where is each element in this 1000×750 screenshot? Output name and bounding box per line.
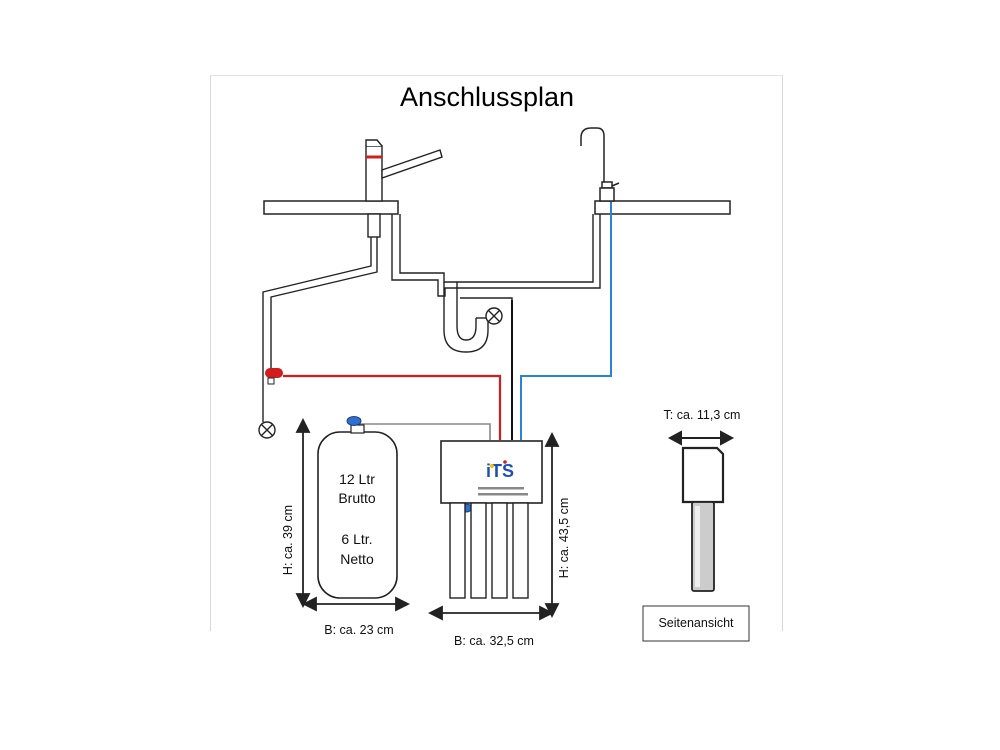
filtered-water-hose xyxy=(520,200,612,440)
filter-height-label: H: ca. 43,5 cm xyxy=(557,498,571,579)
filter-width-label: B: ca. 32,5 cm xyxy=(454,634,534,648)
svg-text:iTS: iTS xyxy=(486,461,514,481)
tank-width-dimension xyxy=(301,596,411,612)
hot-water-hose xyxy=(283,374,502,440)
side-view-depth-dimension xyxy=(667,430,735,446)
mixer-faucet xyxy=(365,139,443,238)
tank-height-dimension xyxy=(295,417,311,609)
filter-unit: iTS xyxy=(440,440,543,599)
filter-unit-url-line xyxy=(478,487,524,490)
tank-capacity-net-label: Netto xyxy=(340,551,374,567)
angle-valve-icon xyxy=(258,421,276,439)
drain-valve-icon xyxy=(485,307,503,325)
filter-tap xyxy=(580,127,620,202)
filter-cartridges xyxy=(449,502,529,599)
countertop xyxy=(263,200,731,215)
tank-height-label: H: ca. 39 cm xyxy=(281,505,295,575)
tank-width-label: B: ca. 23 cm xyxy=(324,623,393,637)
faucet-supply-pipe xyxy=(262,237,378,422)
tank-capacity-net: 6 Ltr. xyxy=(341,531,372,547)
sink-basin xyxy=(391,214,601,297)
side-view-caption-box: Seitenansicht xyxy=(642,605,750,642)
drain-trap xyxy=(443,282,513,440)
water-tank: 12 Ltr Brutto 6 Ltr. Netto xyxy=(317,416,398,599)
filter-height-dimension xyxy=(544,431,560,619)
diagram-title: Anschlussplan xyxy=(400,82,574,112)
side-view-caption: Seitenansicht xyxy=(658,616,734,630)
its-logo: iTS xyxy=(486,460,514,481)
side-view-unit xyxy=(681,446,725,592)
tank-hose xyxy=(356,423,491,440)
tank-capacity-gross: 12 Ltr xyxy=(339,471,375,487)
filter-width-dimension xyxy=(427,605,555,621)
tank-capacity-gross-label: Brutto xyxy=(338,490,376,506)
filter-unit-slogan-line xyxy=(478,493,528,496)
side-view-depth-label: T: ca. 11,3 cm xyxy=(664,408,741,422)
t-connector-icon xyxy=(265,368,283,385)
tank-valve-icon xyxy=(346,416,362,426)
